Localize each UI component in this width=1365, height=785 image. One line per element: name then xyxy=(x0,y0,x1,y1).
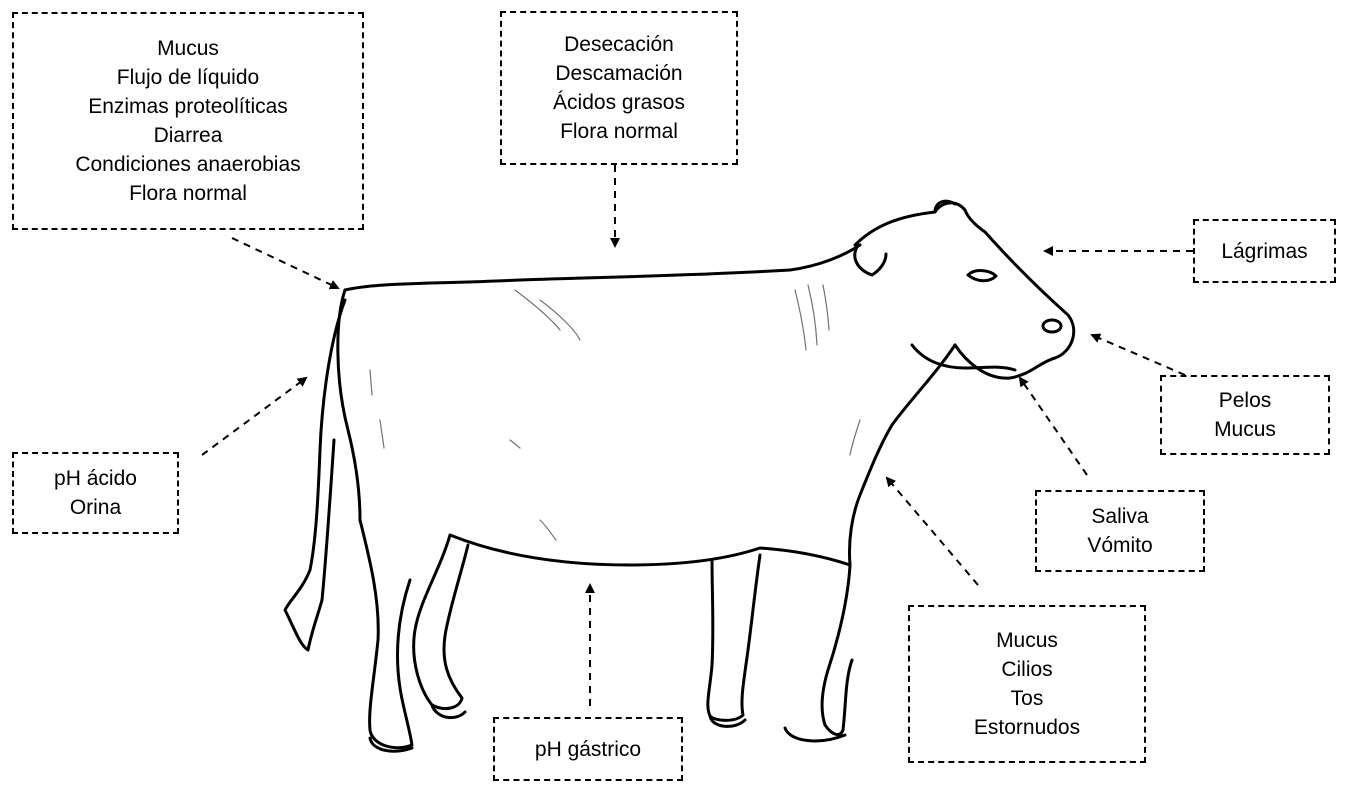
cow-hind-leg-front xyxy=(414,535,468,709)
respiratory-defenses-box: Mucus Cilios Tos Estornudos xyxy=(908,605,1146,763)
intestine-item: Flujo de líquido xyxy=(117,63,259,92)
mouth-item: Vómito xyxy=(1087,531,1152,560)
arrow-urogenital xyxy=(202,378,306,455)
eyes-defenses-box: Lágrimas xyxy=(1193,219,1336,283)
cow-rump xyxy=(338,290,360,520)
eyes-item: Lágrimas xyxy=(1221,237,1307,266)
cow-head-outline xyxy=(855,203,1074,378)
urogenital-defenses-box: pH ácido Orina xyxy=(12,452,179,534)
cow-wrinkles xyxy=(370,285,860,540)
cow-hind-leg-back xyxy=(360,520,412,748)
skin-item: Ácidos grasos xyxy=(553,88,685,117)
cow-nostril xyxy=(1043,320,1061,332)
skin-item: Descamación xyxy=(555,59,682,88)
skin-item: Desecación xyxy=(564,30,674,59)
arrow-intestine xyxy=(232,238,338,288)
arrow-mouth xyxy=(1020,378,1087,475)
cow-front-leg-right xyxy=(822,565,852,735)
cow-neck-chest xyxy=(849,345,955,565)
nose-defenses-box: Pelos Mucus xyxy=(1160,375,1330,455)
arrow-respiratory xyxy=(887,478,978,585)
respiratory-item: Mucus xyxy=(996,626,1058,655)
cow-front-leg-left xyxy=(708,555,760,720)
intestine-item: Condiciones anaerobias xyxy=(75,150,300,179)
intestine-defenses-box: Mucus Flujo de líquido Enzimas proteolít… xyxy=(12,12,364,230)
cow-belly xyxy=(450,535,850,565)
stomach-item: pH gástrico xyxy=(535,735,641,764)
urogenital-item: Orina xyxy=(70,493,121,522)
cow-eye xyxy=(968,271,996,281)
mouth-defenses-box: Saliva Vómito xyxy=(1035,490,1205,572)
arrow-nose xyxy=(1092,335,1185,375)
cow-tail xyxy=(285,300,345,650)
skin-defenses-box: Desecación Descamación Ácidos grasos Flo… xyxy=(500,11,738,165)
cow-ear xyxy=(855,245,886,275)
intestine-item: Diarrea xyxy=(154,121,223,150)
respiratory-item: Tos xyxy=(1011,684,1044,713)
stomach-defenses-box: pH gástrico xyxy=(493,717,683,781)
intestine-item: Enzimas proteolíticas xyxy=(88,92,288,121)
intestine-item: Flora normal xyxy=(129,179,247,208)
respiratory-item: Estornudos xyxy=(974,713,1080,742)
intestine-item: Mucus xyxy=(157,34,219,63)
nose-item: Pelos xyxy=(1219,386,1272,415)
skin-item: Flora normal xyxy=(560,117,678,146)
cow-back-outline xyxy=(345,245,860,290)
respiratory-item: Cilios xyxy=(1001,655,1052,684)
nose-item: Mucus xyxy=(1214,415,1276,444)
urogenital-item: pH ácido xyxy=(54,464,137,493)
mouth-item: Saliva xyxy=(1091,502,1148,531)
